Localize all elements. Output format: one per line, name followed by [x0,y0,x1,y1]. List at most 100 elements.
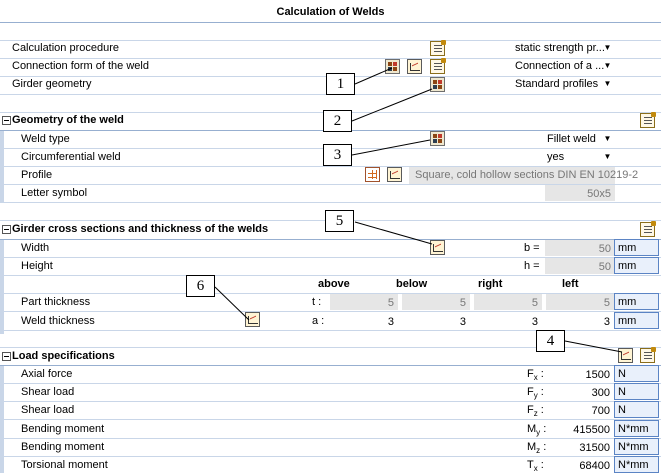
load-row-symbol: My : [527,422,547,437]
load-row-symbol: Fx : [527,368,544,383]
load-symbol-letter: T [527,459,534,471]
geometry-section-header: Geometry of the weld [12,114,124,126]
callout-5: 5 [325,210,354,232]
circumferential-weld-label: Circumferential weld [21,151,121,163]
part-thickness-below: 5 [402,294,470,310]
height-unit[interactable]: mm [614,257,659,274]
load-symbol-subscript: x [533,373,538,383]
callout-4: 4 [536,330,565,352]
collapse-load-icon[interactable] [2,352,11,361]
column-right: right [478,278,503,290]
chevron-down-icon[interactable]: ▼ [603,134,612,143]
weld-thickness-unit[interactable]: mm [614,312,659,329]
load-row-symbol: Fz : [527,404,544,419]
callout-6: 6 [186,275,215,297]
part-thickness-symbol: t : [312,296,322,308]
graph-edit-icon[interactable] [387,167,402,182]
girder-geometry-label: Girder geometry [12,78,92,90]
height-value: 50 [545,258,615,274]
load-row-symbol: Tx : [527,459,544,473]
load-row-unit[interactable]: N*mm [614,419,659,437]
calc-procedure-select[interactable]: static strength pr... [515,42,605,54]
load-row-value[interactable]: 415500 [546,420,614,437]
doc-options-icon[interactable] [640,112,656,128]
width-unit[interactable]: mm [614,239,659,256]
load-symbol-subscript: y [536,427,541,437]
callout-2: 2 [323,110,352,132]
doc-options-icon[interactable] [640,221,656,237]
weld-type-label: Weld type [21,133,70,145]
load-row-unit[interactable]: N*mm [614,437,659,455]
connection-form-select[interactable]: Connection of a ... [515,60,605,72]
weld-thickness-symbol: a : [312,315,325,327]
chevron-down-icon[interactable]: ▼ [603,43,612,52]
width-value: 50 [545,240,615,256]
circumferential-weld-select[interactable]: yes [547,151,565,163]
part-thickness-left: 5 [546,294,614,310]
weld-thickness-right[interactable]: 3 [474,313,542,329]
weld-thickness-label: Weld thickness [21,315,95,327]
doc-options-icon[interactable] [430,40,446,56]
weld-type-select[interactable]: Fillet weld [547,133,596,145]
profile-value: Square, cold hollow sections DIN EN 1021… [415,169,639,181]
width-label: Width [21,242,50,254]
connection-form-label: Connection form of the weld [12,60,149,72]
load-symbol-letter: M [527,422,537,435]
load-symbol-letter: F [527,404,534,417]
part-thickness-unit[interactable]: mm [614,293,659,310]
height-symbol: h = [524,260,540,272]
collapse-geometry-icon[interactable] [2,116,11,125]
callout-3: 3 [323,144,352,166]
part-thickness-right: 5 [474,294,542,310]
letter-symbol-value: 50x5 [545,185,615,201]
part-thickness-label: Part thickness [21,296,91,308]
load-row-value[interactable]: 300 [546,384,614,401]
load-row-label: Shear load [21,404,75,417]
graph-edit-icon[interactable] [618,348,633,363]
load-symbol-subscript: x [533,464,538,473]
load-row-symbol: Mz : [527,440,547,455]
load-row-value[interactable]: 1500 [546,366,614,382]
profile-label: Profile [21,169,53,181]
chevron-down-icon[interactable]: ▼ [603,61,612,70]
graph-edit-icon[interactable] [407,59,422,74]
part-thickness-above: 5 [330,294,398,310]
load-row-label: Shear load [21,386,75,399]
collapse-girder-icon[interactable] [2,225,11,234]
weld-graphic-icon[interactable] [385,59,400,74]
load-row-unit[interactable]: N*mm [614,456,659,473]
weld-graphic-icon[interactable] [430,77,445,92]
column-below: below [396,278,428,290]
doc-options-icon[interactable] [640,347,656,363]
load-row-value[interactable]: 31500 [546,438,614,455]
column-left: left [562,278,579,290]
graph-edit-icon[interactable] [245,312,260,327]
load-row-symbol: Fy : [527,386,544,401]
width-symbol: b = [524,242,540,254]
table-icon[interactable] [365,167,380,182]
column-above: above [318,278,350,290]
load-symbol-subscript: z [536,445,541,455]
weld-thickness-below[interactable]: 3 [402,313,470,329]
height-label: Height [21,260,53,272]
load-row-label: Bending moment [21,422,105,435]
girder-geometry-select[interactable]: Standard profiles [515,78,599,90]
weld-graphic-icon[interactable] [430,131,445,146]
weld-thickness-left[interactable]: 3 [546,313,614,329]
chevron-down-icon[interactable]: ▼ [603,152,612,161]
girder-section-header: Girder cross sections and thickness of t… [12,223,269,235]
load-row-value[interactable]: 700 [546,402,614,419]
load-symbol-letter: F [527,386,534,399]
load-row-unit[interactable]: N [614,401,659,419]
load-symbol-subscript: z [533,409,538,419]
weld-thickness-above[interactable]: 3 [330,313,398,329]
chevron-down-icon[interactable]: ▼ [603,79,612,88]
doc-options-icon[interactable] [430,58,446,74]
load-row-unit[interactable]: N [614,365,659,382]
graph-edit-icon[interactable] [430,240,445,255]
load-symbol-letter: F [527,368,534,380]
load-section-header: Load specifications [12,350,115,362]
load-row-unit[interactable]: N [614,383,659,401]
load-row-label: Axial force [21,368,73,380]
